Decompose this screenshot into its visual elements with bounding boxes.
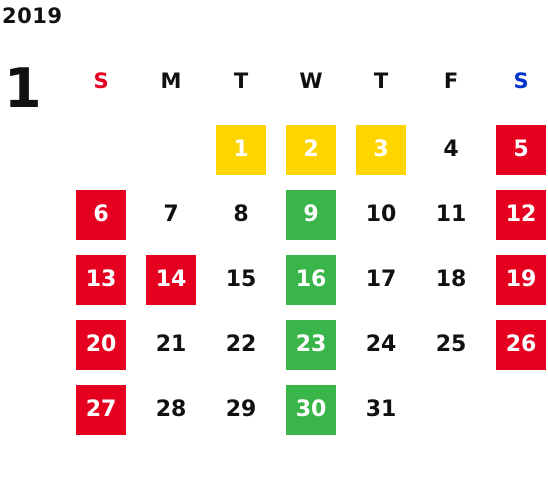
highlighted-day-cell: 12: [496, 190, 546, 240]
day-cell: 7: [163, 202, 179, 227]
highlighted-day-cell: 14: [146, 255, 196, 305]
highlighted-day-cell: 1: [216, 125, 266, 175]
highlighted-day-cell: 16: [286, 255, 336, 305]
day-cell: 24: [365, 332, 397, 357]
day-cell: 31: [365, 397, 397, 422]
day-cell: 10: [365, 202, 397, 227]
highlighted-day-cell: 5: [496, 125, 546, 175]
weekday-label: M: [160, 69, 182, 93]
highlighted-day-cell: 30: [286, 385, 336, 435]
weekday-label: S: [513, 69, 529, 93]
weekday-label: S: [93, 69, 109, 93]
day-cell: 28: [155, 397, 187, 422]
highlighted-day-cell: 20: [76, 320, 126, 370]
day-cell: 29: [225, 397, 257, 422]
day-cell: 11: [435, 202, 467, 227]
highlighted-day-cell: 6: [76, 190, 126, 240]
year-label: 2019: [2, 4, 63, 28]
highlighted-day-cell: 9: [286, 190, 336, 240]
day-cell: 25: [435, 332, 467, 357]
highlighted-day-cell: 3: [356, 125, 406, 175]
highlighted-day-cell: 19: [496, 255, 546, 305]
day-cell: 4: [443, 137, 459, 162]
highlighted-day-cell: 2: [286, 125, 336, 175]
highlighted-day-cell: 27: [76, 385, 126, 435]
weekday-label: T: [233, 69, 249, 93]
day-cell: 8: [233, 202, 249, 227]
day-cell: 21: [155, 332, 187, 357]
highlighted-day-cell: 13: [76, 255, 126, 305]
day-cell: 15: [225, 267, 257, 292]
weekday-label: F: [443, 69, 459, 93]
day-cell: 22: [225, 332, 257, 357]
highlighted-day-cell: 26: [496, 320, 546, 370]
weekday-label: W: [299, 69, 323, 93]
weekday-label: T: [373, 69, 389, 93]
highlighted-day-cell: 23: [286, 320, 336, 370]
day-cell: 17: [365, 267, 397, 292]
day-cell: 18: [435, 267, 467, 292]
month-number: 1: [4, 57, 42, 120]
